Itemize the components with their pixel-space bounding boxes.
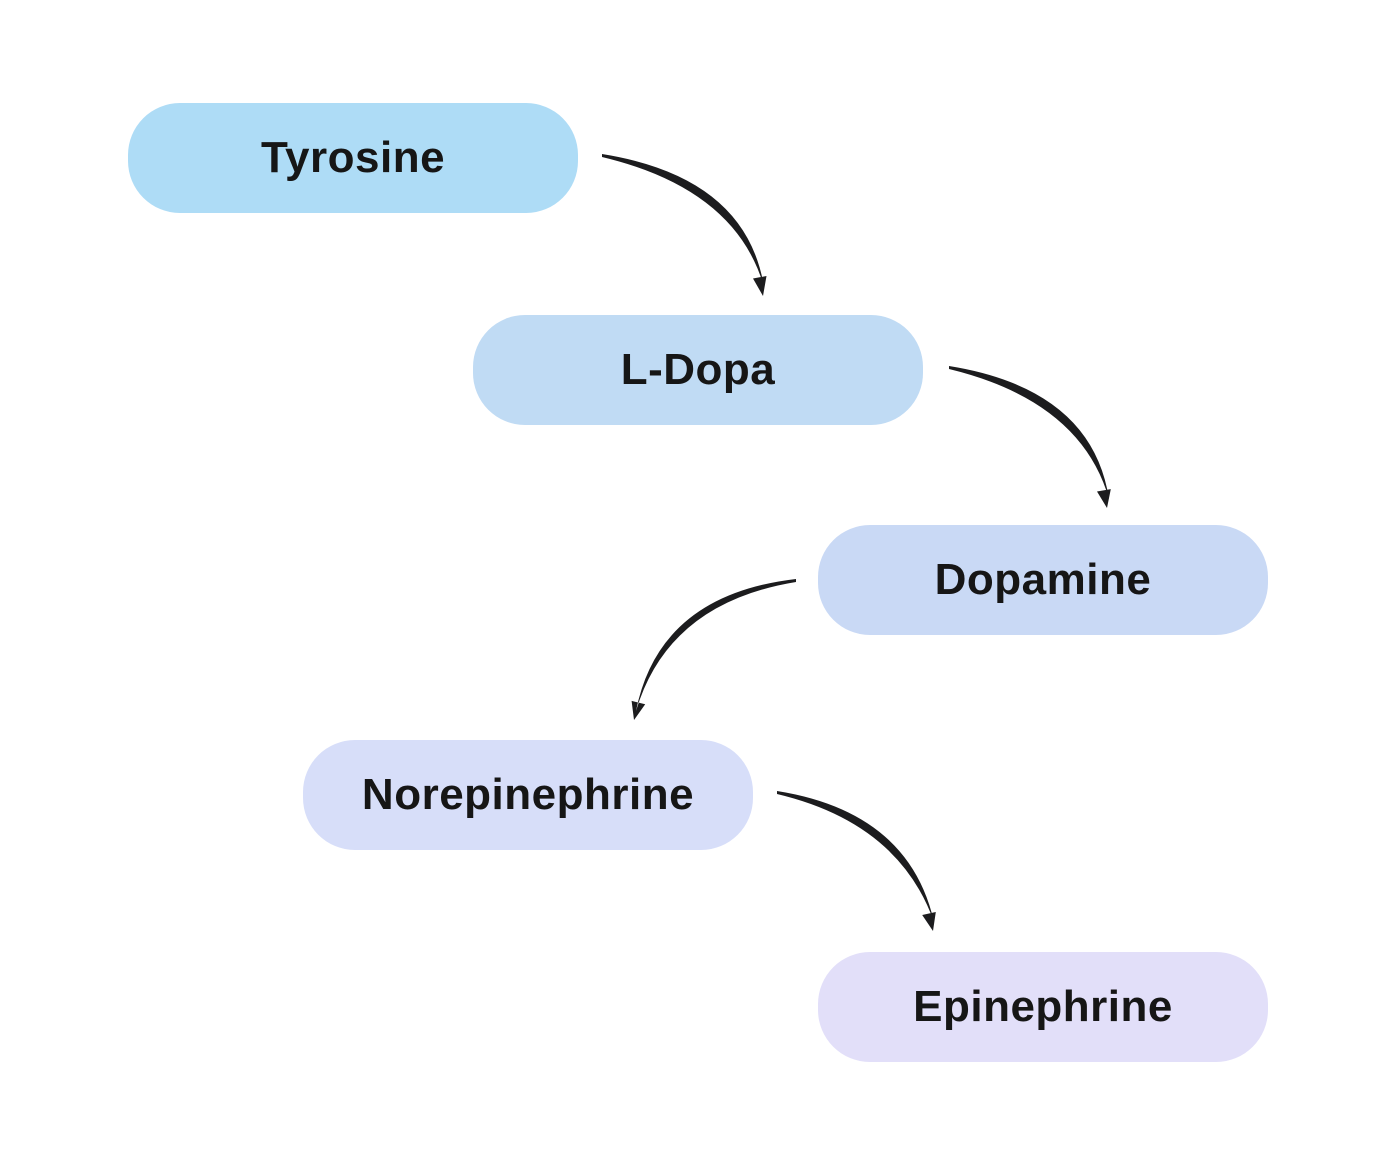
node-tyrosine: Tyrosine: [128, 103, 578, 213]
node-dopamine: Dopamine: [818, 525, 1268, 635]
node-epinephrine: Epinephrine: [818, 952, 1268, 1062]
arrow-norepinephrine-to-epinephrine: [777, 791, 936, 931]
node-tyrosine-label: Tyrosine: [260, 133, 446, 182]
node-l-dopa-label: L-Dopa: [620, 345, 776, 394]
node-epinephrine-label: Epinephrine: [913, 982, 1173, 1031]
node-norepinephrine-label: Norepinephrine: [361, 770, 695, 819]
node-dopamine-label: Dopamine: [934, 555, 1152, 604]
node-norepinephrine: Norepinephrine: [303, 740, 753, 850]
node-l-dopa: L-Dopa: [473, 315, 923, 425]
arrow-dopamine-to-norepinephrine: [631, 579, 796, 720]
arrow-tyrosine-to-ldopa: [602, 154, 767, 296]
arrow-ldopa-to-dopamine: [949, 366, 1111, 508]
